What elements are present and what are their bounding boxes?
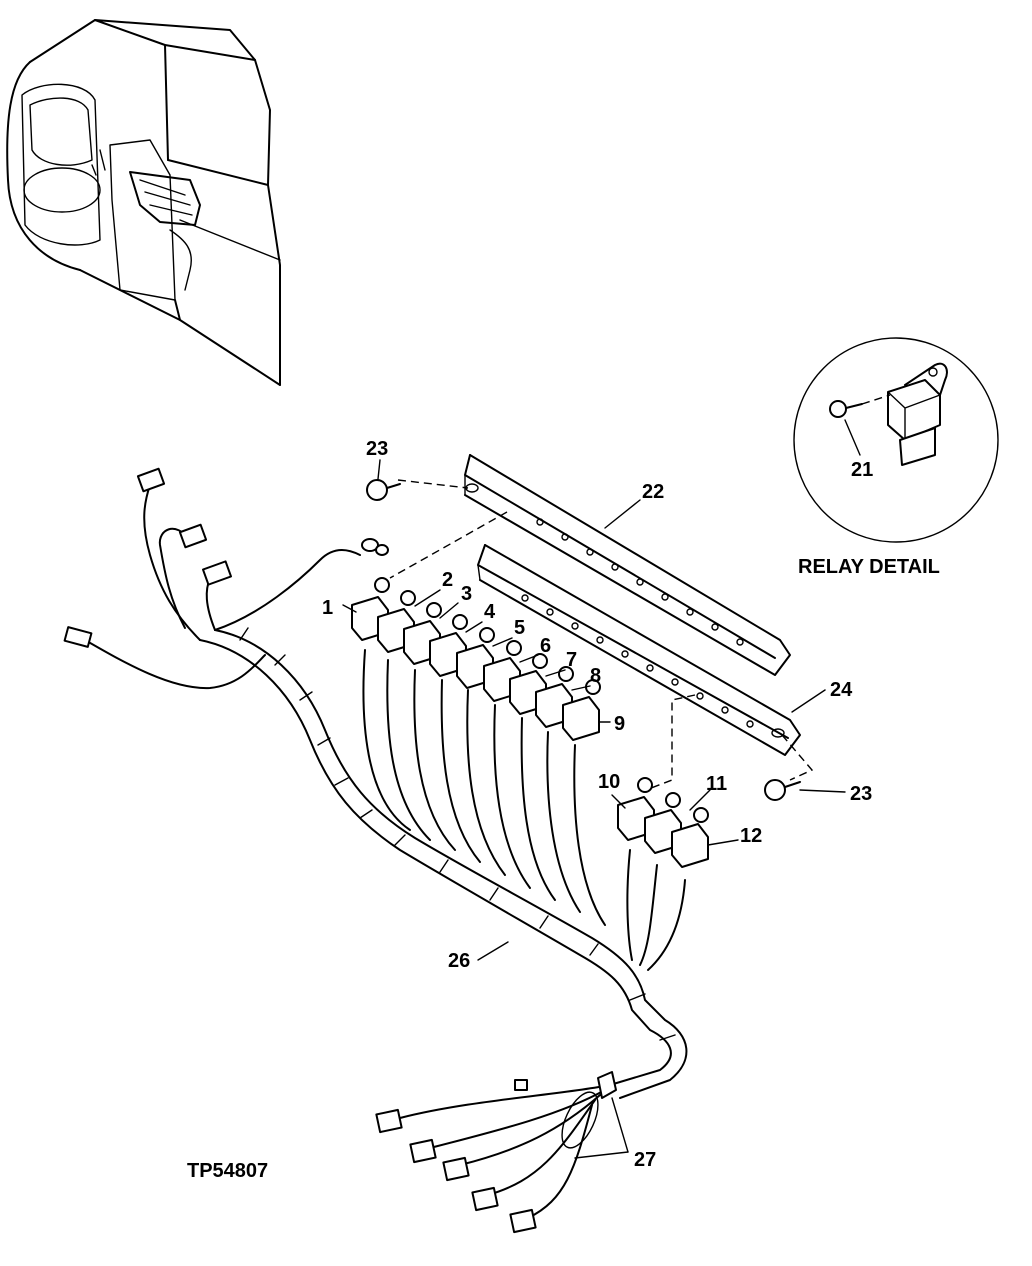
callout-9: 9 [614, 713, 625, 735]
callout-1: 1 [322, 597, 333, 619]
callout-11: 11 [706, 773, 727, 795]
callout-6: 6 [540, 635, 551, 657]
bracket-22 [464, 454, 791, 676]
callout-3: 3 [461, 583, 472, 605]
callout-12: 12 [740, 825, 762, 847]
callout-10: 10 [598, 771, 620, 793]
relay-row-1-9 [351, 577, 601, 741]
bolt-23-top [366, 479, 401, 501]
callout-7: 7 [566, 649, 577, 671]
relay-row-10-12 [617, 777, 709, 868]
callout-23-top: 23 [366, 438, 388, 460]
leader-lines [342, 459, 846, 1159]
callout-26: 26 [448, 950, 470, 972]
callout-2: 2 [442, 569, 453, 591]
callout-23-right: 23 [850, 783, 872, 805]
relay-detail-title: RELAY DETAIL [798, 556, 940, 578]
cab-illustration [6, 19, 281, 386]
wiring-harness-26 [63, 467, 688, 1234]
callout-22: 22 [642, 481, 664, 503]
callout-4: 4 [484, 601, 496, 623]
relay-detail-circle [793, 337, 999, 543]
bracket-24 [477, 544, 801, 756]
callout-27: 27 [634, 1149, 656, 1171]
bolt-23-right [764, 779, 801, 801]
callout-24: 24 [830, 679, 853, 701]
callout-21: 21 [851, 459, 873, 481]
callout-5: 5 [514, 617, 525, 639]
callout-8: 8 [590, 665, 601, 687]
figure-id: TP54807 [187, 1160, 268, 1182]
